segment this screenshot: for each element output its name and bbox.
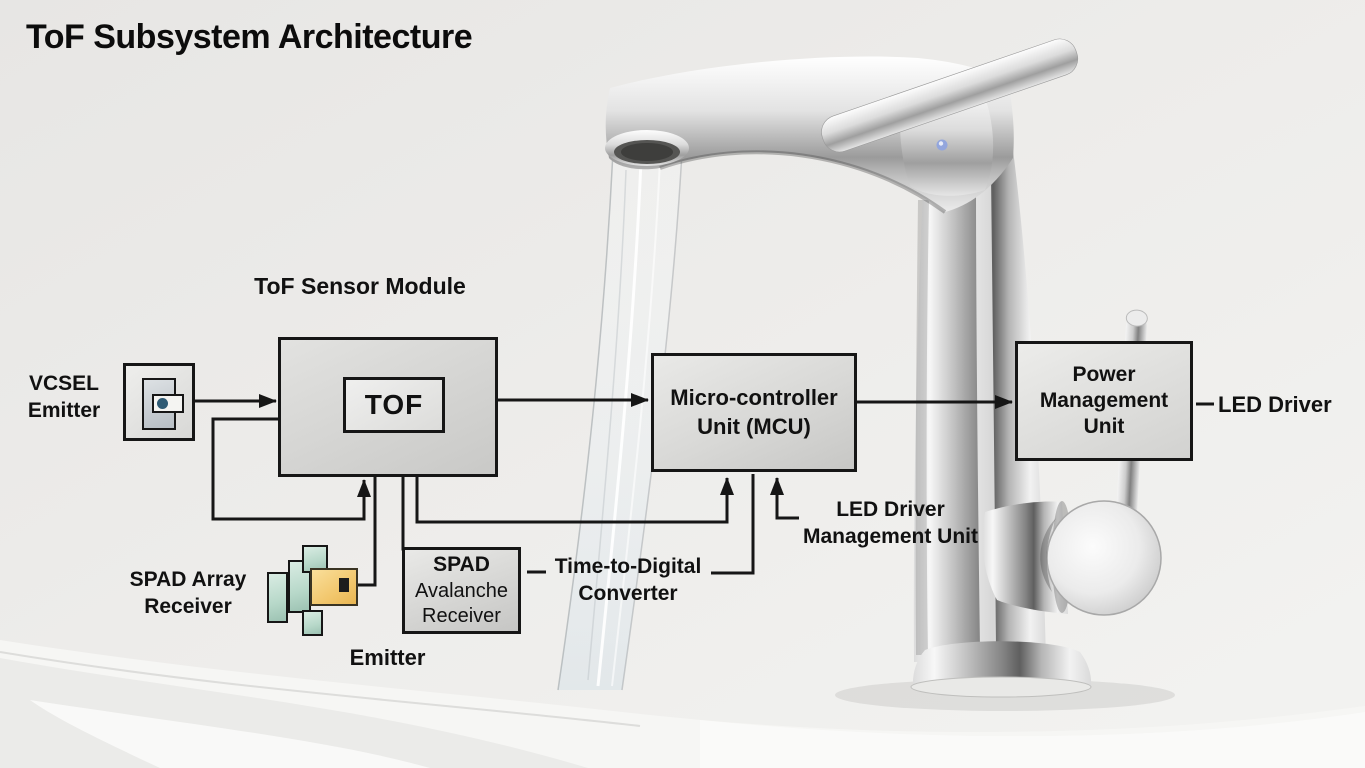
spad-avalanche-subtitle: Avalanche Receiver bbox=[414, 579, 509, 627]
vcsel-icon-aperture-dot bbox=[157, 398, 168, 409]
tof-chip-label: TOF bbox=[364, 389, 424, 420]
spad-array-icon-cell-4 bbox=[302, 610, 323, 636]
spad-array-icon-contact bbox=[339, 578, 349, 592]
spad-array-label: SPAD Array Receiver bbox=[129, 568, 247, 619]
spad-avalanche-title: SPAD bbox=[433, 553, 490, 577]
connector-led-dmu-to-mcu bbox=[770, 477, 799, 520]
mcu-label: Micro-controller Unit (MCU) bbox=[670, 384, 838, 439]
led-dmu-label: LED Driver Management Unit bbox=[802, 498, 978, 549]
connector-tof-mcu-bus bbox=[410, 437, 734, 524]
tof-chip-box: TOF bbox=[343, 377, 445, 433]
pmu-label: Power Management Unit bbox=[1039, 362, 1169, 439]
tdc-label: Time-to-Digital Converter bbox=[554, 555, 702, 606]
led-driver-label: LED Driver bbox=[1218, 392, 1332, 417]
pmu-box: Power Management Unit bbox=[1015, 341, 1193, 461]
vcsel-label: VCSEL Emitter bbox=[27, 372, 101, 423]
emitter-label: Emitter bbox=[349, 645, 426, 670]
connector-emitter-loop bbox=[211, 412, 371, 521]
page-title: ToF Subsystem Architecture bbox=[26, 18, 473, 56]
spad-array-icon-cell-1 bbox=[267, 572, 288, 623]
connector-tdc-to-mcu bbox=[711, 474, 755, 575]
spad-array-icon-active-cell bbox=[310, 568, 358, 606]
tof-module-label: ToF Sensor Module bbox=[254, 273, 466, 299]
mcu-box: Micro-controller Unit (MCU) bbox=[651, 353, 857, 472]
spad-avalanche-box: SPAD Avalanche Receiver bbox=[402, 547, 521, 634]
